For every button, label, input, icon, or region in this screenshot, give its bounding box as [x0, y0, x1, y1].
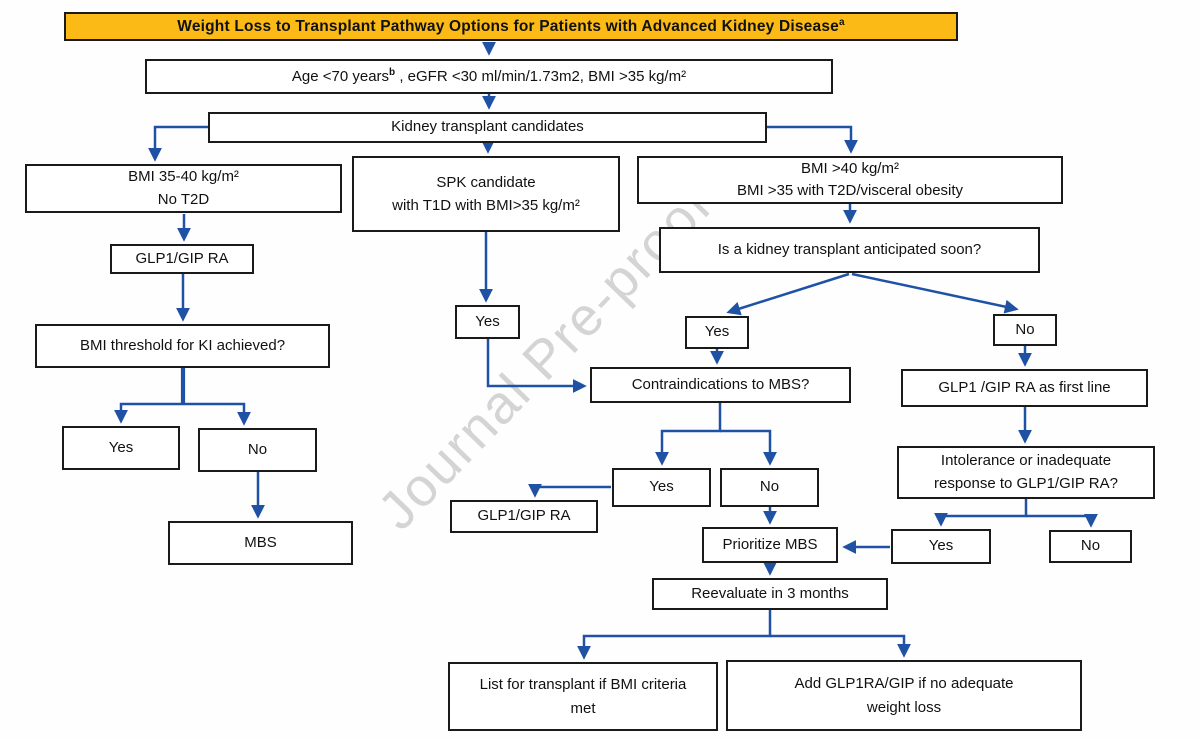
- edge-threshold-to-no: [183, 402, 251, 426]
- node-glp1-gip-ra-mid: GLP1/GIP RA: [450, 500, 598, 533]
- node-no-contraindications: No: [720, 468, 819, 507]
- no-threshold-label: No: [247, 440, 268, 458]
- edge-intolerance-to-no: [1026, 513, 1098, 528]
- edge-intolerance-to-yes: [934, 499, 1028, 527]
- node-yes-contraindications: Yes: [612, 468, 711, 507]
- edge-yesspk-to-contra: [486, 339, 587, 393]
- node-reevaluate: Reevaluate in 3 months: [652, 578, 888, 610]
- edge-anticipated-to-yes: [726, 272, 850, 316]
- intolerance-line1: Intolerance or inadequate: [940, 452, 1112, 469]
- mbs-label: MBS: [244, 533, 277, 551]
- edge-anticipated-to-no: [851, 272, 1019, 314]
- no-contraindications-label: No: [759, 478, 780, 496]
- node-bmi-35-40-no-t2d: BMI 35-40 kg/m² No T2D: [25, 164, 342, 213]
- glp1-mid-label: GLP1/GIP RA: [477, 507, 571, 525]
- node-bmi-over-40: BMI >40 kg/m² BMI >35 with T2D/visceral …: [637, 156, 1063, 204]
- add-glp-line2: weight loss: [866, 698, 942, 716]
- edge-reevaluate-to-addglp: [770, 634, 911, 658]
- edge-contra-to-no: [720, 429, 777, 466]
- title-superscript: a: [838, 16, 845, 28]
- criteria-part1: Age <70 years: [291, 67, 390, 85]
- node-criteria: Age <70 yearsb , eGFR <30 ml/min/1.73m2,…: [145, 59, 833, 94]
- node-list-for-transplant: List for transplant if BMI criteria met: [448, 662, 718, 731]
- node-add-glp1ra: Add GLP1RA/GIP if no adequate weight los…: [726, 660, 1082, 731]
- bmi40-line2: BMI >35 with T2D/visceral obesity: [736, 182, 964, 199]
- candidates-label: Kidney transplant candidates: [391, 118, 584, 136]
- intolerance-line2: response to GLP1/GIP RA?: [934, 474, 1118, 492]
- yes-contraindications-label: Yes: [649, 478, 674, 496]
- no-intolerance-label: No: [1080, 537, 1101, 555]
- spk-line1: SPK candidate: [436, 173, 536, 191]
- node-transplant-anticipated-question: Is a kidney transplant anticipated soon?: [659, 227, 1040, 273]
- node-no-intolerance: No: [1049, 530, 1132, 563]
- add-glp-line1: Add GLP1RA/GIP if no adequate: [794, 675, 1014, 693]
- edge-candidates-to-bmi40: [766, 125, 858, 154]
- prioritize-label: Prioritize MBS: [722, 535, 818, 553]
- flowchart-title: Weight Loss to Transplant Pathway Option…: [64, 12, 958, 41]
- node-mbs: MBS: [168, 521, 353, 565]
- glp1-left-label: GLP1/GIP RA: [135, 249, 229, 267]
- first-line-label: GLP1 /GIP RA as first line: [938, 378, 1111, 396]
- contraindications-label: Contraindications to MBS?: [631, 375, 810, 393]
- node-prioritize-mbs: Prioritize MBS: [702, 527, 838, 563]
- threshold-label: BMI threshold for KI achieved?: [79, 336, 286, 354]
- node-glp1-gip-ra-left: GLP1/GIP RA: [110, 244, 254, 274]
- node-yes-anticipated: Yes: [685, 316, 749, 349]
- reevaluate-label: Reevaluate in 3 months: [691, 584, 849, 602]
- node-yes-intolerance: Yes: [891, 529, 991, 564]
- node-no-threshold: No: [198, 428, 317, 472]
- spk-line2: with T1D with BMI>35 kg/m²: [392, 197, 580, 214]
- criteria-part2: , eGFR <30 ml/min/1.73m2, BMI >35 kg/m²: [395, 67, 687, 85]
- yes-spk-label: Yes: [475, 312, 500, 330]
- edge-contra-to-yes: [655, 403, 722, 466]
- node-glp1-first-line: GLP1 /GIP RA as first line: [901, 369, 1148, 407]
- yes-threshold-label: Yes: [108, 438, 134, 456]
- bmi40-line1: BMI >40 kg/m²: [801, 159, 899, 177]
- node-bmi-threshold-question: BMI threshold for KI achieved?: [35, 324, 330, 368]
- anticipated-label: Is a kidney transplant anticipated soon?: [717, 240, 982, 258]
- list-transplant-line1: List for transplant if BMI criteria: [479, 676, 687, 694]
- edge-reevaluate-to-list: [577, 610, 772, 660]
- node-kidney-transplant-candidates: Kidney transplant candidates: [208, 112, 767, 143]
- bmi3540-line2: No T2D: [157, 190, 210, 208]
- list-transplant-line2: met: [570, 699, 596, 717]
- no-anticipated-label: No: [1015, 320, 1035, 338]
- node-no-anticipated: No: [993, 314, 1057, 346]
- node-intolerance-question: Intolerance or inadequate response to GL…: [897, 446, 1155, 499]
- edge-candidates-to-bmi3540: [148, 125, 209, 162]
- node-spk-candidate: SPK candidate with T1D with BMI>35 kg/m²: [352, 156, 620, 232]
- node-yes-threshold: Yes: [62, 426, 180, 470]
- node-yes-spk: Yes: [455, 305, 520, 339]
- yes-anticipated-label: Yes: [704, 323, 730, 341]
- criteria-superscript: b: [389, 66, 396, 78]
- edge-threshold-to-yes: [114, 402, 183, 424]
- node-contraindications-question: Contraindications to MBS?: [590, 367, 851, 403]
- bmi3540-line1: BMI 35-40 kg/m²: [128, 168, 239, 185]
- title-text: Weight Loss to Transplant Pathway Option…: [177, 17, 839, 35]
- edge-yescontra-to-glp1mid: [528, 483, 611, 498]
- yes-intolerance-label: Yes: [928, 537, 954, 555]
